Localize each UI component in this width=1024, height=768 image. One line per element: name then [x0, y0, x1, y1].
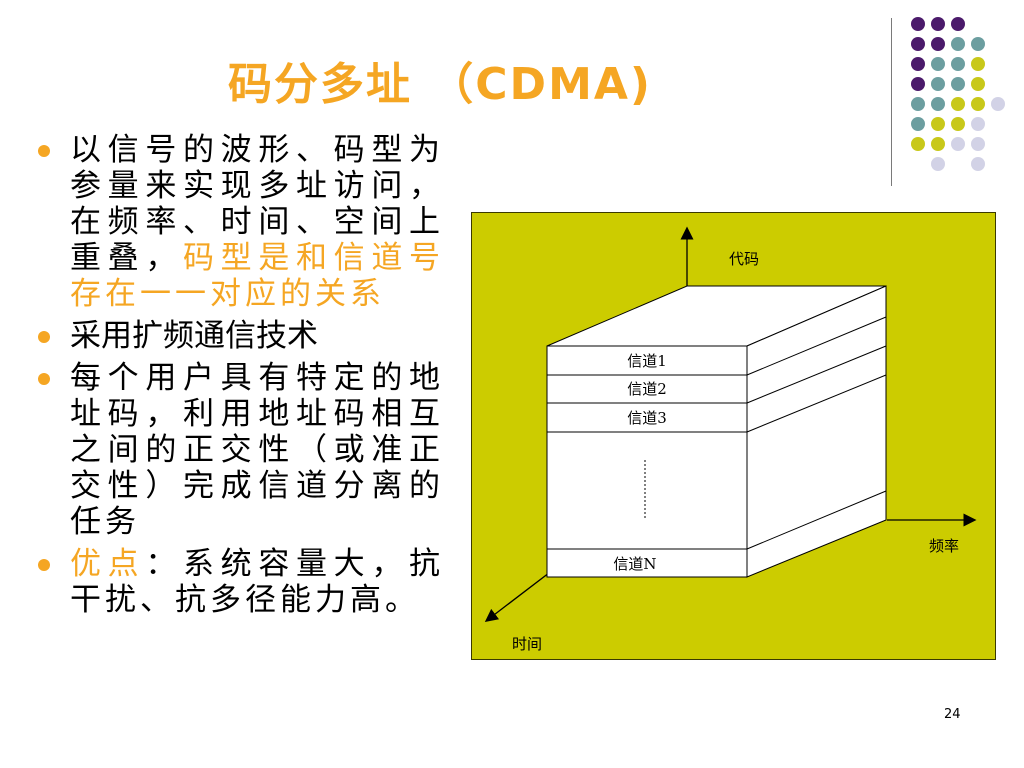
decorative-dot — [931, 37, 945, 51]
decorative-dot — [931, 57, 945, 71]
bullet-list: 以信号的波形、码型为参量来实现多址访问，在频率、时间、空间上重叠，码型是和信道号… — [34, 132, 444, 624]
bullet-item-3: 每个用户具有特定的地址码，利用地址码相互之间的正交性（或准正交性）完成信道分离的… — [34, 360, 444, 540]
decorative-dot — [971, 77, 985, 91]
bullet-4-highlight: 优点 — [70, 546, 146, 582]
decorative-dot-grid — [0, 0, 1024, 171]
frequency-axis-label: 频率 — [929, 537, 959, 555]
slide-title: 码分多址 （CDMA) — [227, 59, 653, 110]
decorative-dot — [931, 77, 945, 91]
bullet-dot-icon — [38, 373, 50, 385]
decorative-dot — [911, 97, 925, 111]
decorative-dot — [951, 117, 965, 131]
side-divider-1 — [746, 316, 887, 376]
page-number: 24 — [944, 707, 961, 722]
decorative-dot — [931, 17, 945, 31]
vertical-divider — [891, 18, 892, 186]
bullet-1-highlight: 码型是和信道号存在一一对应的关系 — [70, 240, 444, 312]
bullet-2-text: 采用扩频通信技术 — [70, 318, 318, 354]
code-axis-label: 代码 — [729, 250, 759, 268]
side-divider-n — [746, 490, 887, 550]
decorative-dot — [931, 117, 945, 131]
decorative-dot — [911, 17, 925, 31]
cdma-diagram: 代码 频率 时间 信道1 信道2 信道3 信道N — [471, 212, 996, 660]
decorative-dot — [951, 137, 965, 151]
decorative-dot — [911, 37, 925, 51]
bullet-item-2: 采用扩频通信技术 — [34, 318, 444, 354]
side-divider-3 — [746, 374, 887, 433]
decorative-dot — [951, 57, 965, 71]
bullet-dot-icon — [38, 559, 50, 571]
decorative-dot — [951, 37, 965, 51]
decorative-dot — [971, 97, 985, 111]
bullet-dot-icon — [38, 331, 50, 343]
decorative-dot — [911, 117, 925, 131]
decorative-dot — [951, 17, 965, 31]
bullet-item-1: 以信号的波形、码型为参量来实现多址访问，在频率、时间、空间上重叠，码型是和信道号… — [34, 132, 444, 312]
decorative-dot — [991, 97, 1005, 111]
decorative-dot — [931, 157, 945, 171]
bullet-item-4: 优点：系统容量大，抗干扰、抗多径能力高。 — [34, 546, 444, 618]
decorative-dot — [971, 157, 985, 171]
bullet-dot-icon — [38, 145, 50, 157]
decorative-dot — [931, 137, 945, 151]
decorative-dot — [971, 117, 985, 131]
channel-2-label: 信道2 — [627, 380, 667, 398]
cdma-diagram-svg: 代码 频率 时间 信道1 信道2 信道3 信道N — [472, 213, 995, 659]
channel-n-label: 信道N — [613, 555, 656, 573]
channel-1-label: 信道1 — [627, 352, 667, 370]
channel-3-label: 信道3 — [627, 409, 667, 427]
bullet-1-text: 以信号的波形、码型为参量来实现多址访问，在频率、时间、空间上重叠， — [70, 132, 444, 276]
decorative-dot — [951, 77, 965, 91]
decorative-dot — [911, 77, 925, 91]
bullet-4-text: ：系统容量大，抗干扰、抗多径能力高。 — [70, 546, 445, 618]
decorative-dot — [911, 57, 925, 71]
bullet-3-text: 每个用户具有特定的地址码，利用地址码相互之间的正交性（或准正交性）完成信道分离的… — [70, 360, 444, 540]
side-divider-2 — [746, 345, 887, 404]
cube-front-face — [546, 345, 748, 578]
decorative-dot — [971, 37, 985, 51]
decorative-dot — [951, 97, 965, 111]
decorative-dot — [971, 137, 985, 151]
decorative-dot — [931, 97, 945, 111]
decorative-dot — [911, 137, 925, 151]
time-axis-label: 时间 — [512, 635, 542, 653]
decorative-dot — [971, 57, 985, 71]
